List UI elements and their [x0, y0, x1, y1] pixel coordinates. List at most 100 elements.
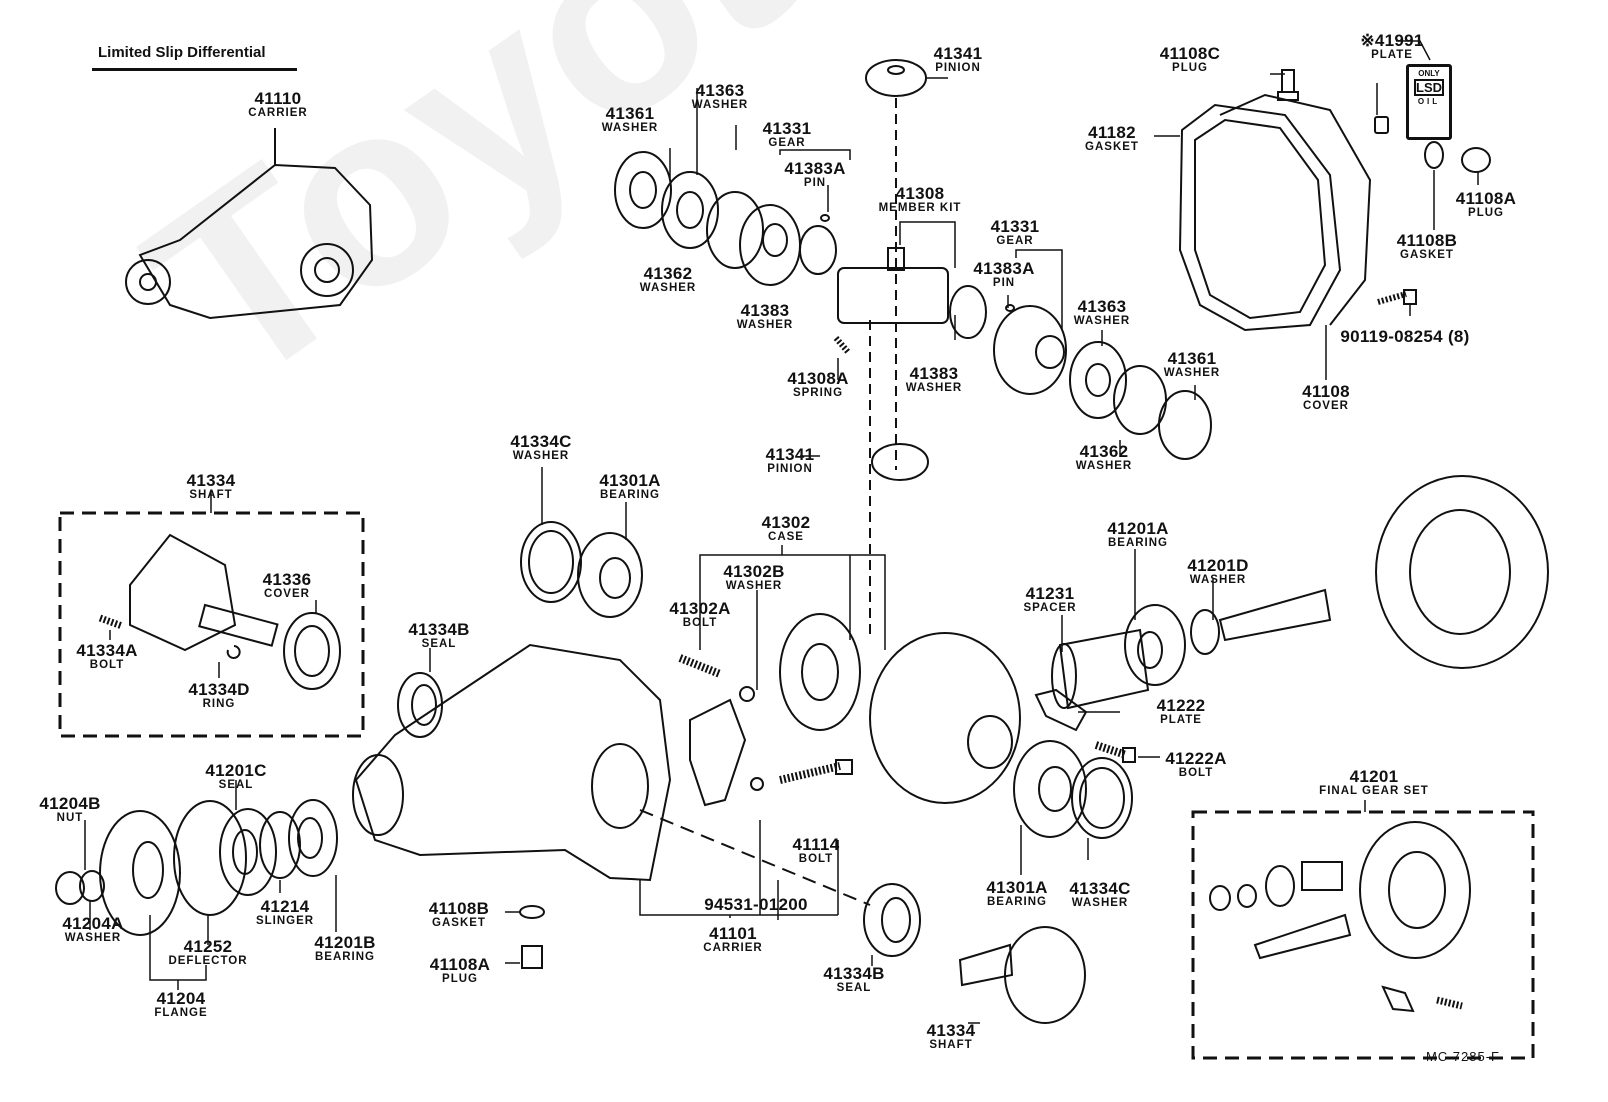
part-number: 41108B	[1396, 231, 1458, 250]
title-underline	[92, 68, 297, 71]
side-gear-washers-drawing	[614, 151, 837, 286]
part-callout-94531-01200[interactable]: 94531-01200	[704, 896, 808, 913]
part-number: 41334B	[823, 964, 885, 983]
part-number: 41231	[1025, 584, 1075, 603]
part-number: 94531-01200	[704, 895, 808, 914]
part-number: 41108	[1302, 382, 1350, 401]
part-number: 41252	[183, 937, 233, 956]
ring-41334d-drawing	[226, 645, 241, 659]
part-name: WASHER	[725, 580, 783, 592]
part-name: BEARING	[1107, 537, 1169, 549]
bolt-41302a-drawing	[678, 654, 722, 678]
slinger-41214-drawing	[259, 811, 301, 879]
part-name: WASHER	[601, 122, 659, 134]
carrier-assembly-drawing	[125, 128, 374, 320]
part-number: 41361	[1167, 349, 1217, 368]
plug-41108c-drawing	[1277, 69, 1299, 101]
pinion-top-drawing	[865, 59, 927, 470]
part-name: NUT	[56, 812, 84, 824]
part-callout-90119-082548[interactable]: 90119-08254 (8)	[1340, 328, 1469, 345]
part-name: PINION	[767, 463, 813, 475]
part-name: PLUG	[1172, 62, 1208, 74]
part-number: 41201	[1349, 767, 1399, 786]
part-number: 41101	[709, 924, 757, 943]
bolt-41114-drawing	[779, 759, 853, 784]
part-number: 41302B	[723, 562, 785, 581]
part-number: 41110	[254, 89, 302, 108]
part-name: RING	[202, 698, 236, 710]
part-number: 41308	[895, 184, 945, 203]
part-number: 41204	[156, 989, 206, 1008]
part-name: WASHER	[1071, 897, 1129, 909]
ring-gear-drawing	[1375, 475, 1549, 669]
part-number: 41204B	[39, 794, 101, 813]
part-name: SLINGER	[255, 915, 315, 927]
part-name: MEMBER KIT	[878, 202, 962, 214]
part-number: 41222	[1156, 696, 1206, 715]
part-name: WASHER	[1189, 574, 1247, 586]
part-number: 41341	[933, 44, 983, 63]
part-name: GASKET	[1085, 141, 1139, 153]
plug-41108a-top-drawing	[1461, 147, 1491, 173]
lsd-plate-letters: LSD	[1414, 79, 1444, 96]
part-name: COVER	[264, 588, 310, 600]
part-name: GASKET	[432, 917, 486, 929]
part-name: PIN	[992, 277, 1016, 289]
part-name: WASHER	[736, 319, 794, 331]
